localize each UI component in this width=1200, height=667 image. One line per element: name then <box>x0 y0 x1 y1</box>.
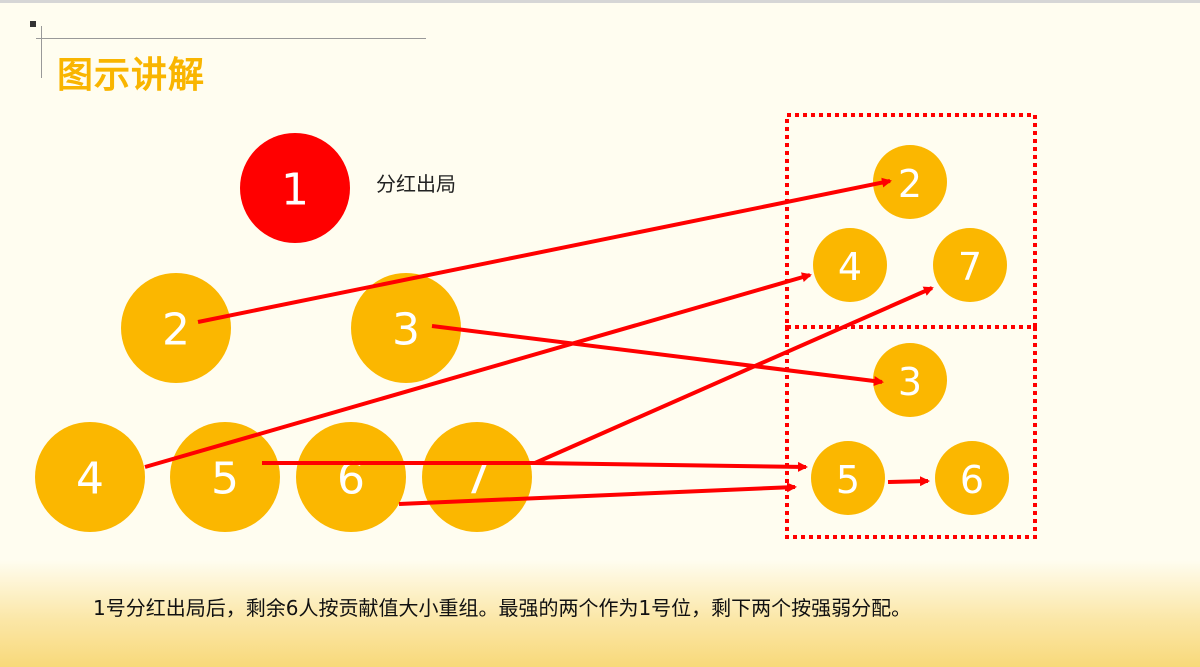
group-node-2: 2 <box>873 145 947 219</box>
group-bottom-box <box>785 325 1037 539</box>
node-5-circle <box>170 422 280 532</box>
group-node-2-circle <box>873 145 947 219</box>
group-node-6: 6 <box>935 441 1009 515</box>
node-6: 6 <box>296 422 406 532</box>
node-2: 2 <box>121 273 231 383</box>
node-6-circle <box>296 422 406 532</box>
group-node-5-circle <box>811 441 885 515</box>
arrow-3 <box>431 324 884 386</box>
caption: 1号分红出局后，剩余6人按贡献值大小重组。最强的两个作为1号位，剩下两个按强弱分… <box>93 596 912 620</box>
arrow-2 <box>197 177 892 324</box>
group-node-4-circle <box>813 228 887 302</box>
node-5: 5 <box>170 422 280 532</box>
group-node-6-circle <box>935 441 1009 515</box>
caption-band <box>0 560 1200 667</box>
node-4-circle <box>35 422 145 532</box>
page-title: 图示讲解 <box>57 55 206 96</box>
node-3: 3 <box>351 273 461 383</box>
node-2-circle <box>121 273 231 383</box>
corner-marker <box>30 21 36 27</box>
node-5-label: 5 <box>211 454 239 505</box>
group-node-3-label: 3 <box>898 360 922 404</box>
header-line <box>36 38 426 39</box>
node-3-circle <box>351 273 461 383</box>
node-7-circle <box>422 422 532 532</box>
node-4-label: 4 <box>76 454 104 505</box>
group-node-6-label: 6 <box>960 458 984 502</box>
arrow-6 <box>398 482 797 506</box>
group-node-3: 3 <box>873 343 947 417</box>
group-node-7-label: 7 <box>958 245 982 289</box>
arrow-5-to-6 <box>887 476 930 487</box>
arrow-7 <box>534 286 934 465</box>
group-node-4-label: 4 <box>838 245 862 289</box>
arrow-4 <box>144 272 812 469</box>
node-out-label: 1 <box>281 165 309 216</box>
node-3-label: 3 <box>392 305 420 356</box>
group-node-7-circle <box>933 228 1007 302</box>
arrow-5 <box>534 461 808 472</box>
out-note: 分红出局 <box>376 172 456 196</box>
node-out: 1 <box>240 133 350 243</box>
header-line-vertical <box>41 26 42 78</box>
node-out-circle <box>240 133 350 243</box>
top-rule <box>0 0 1200 3</box>
group-node-5-label: 5 <box>836 458 860 502</box>
group-node-2-label: 2 <box>898 162 922 206</box>
node-2-label: 2 <box>162 305 190 356</box>
node-4: 4 <box>35 422 145 532</box>
node-7: 7 <box>422 422 532 532</box>
group-node-3-circle <box>873 343 947 417</box>
group-node-4: 4 <box>813 228 887 302</box>
group-node-7: 7 <box>933 228 1007 302</box>
group-node-5: 5 <box>811 441 885 515</box>
